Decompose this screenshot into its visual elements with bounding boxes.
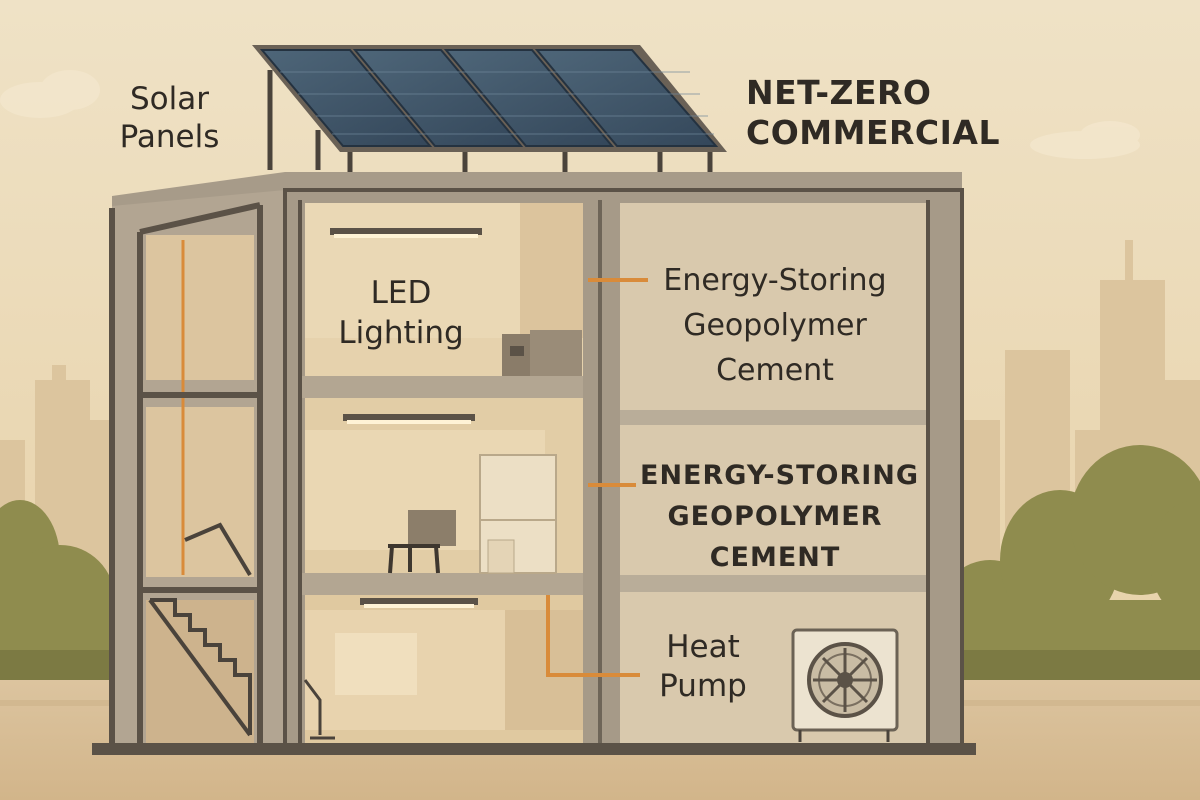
led-lighting-label-line: Lighting <box>338 315 464 351</box>
led-lighting-label-line: LED <box>370 275 432 311</box>
clouds <box>0 70 1140 159</box>
solar-panels-label: Solar Panels <box>112 80 227 156</box>
led-light-fixture-icon <box>330 228 482 608</box>
cement-upper-label-line: Energy-Storing <box>663 263 887 298</box>
led-lighting-label: LED Lighting <box>330 273 472 353</box>
cement-upper-label-line: Geopolymer <box>683 308 867 343</box>
refrigerator-icon <box>479 454 557 574</box>
solar-panel-supports <box>267 70 713 172</box>
trees-shadow <box>0 650 1200 680</box>
solar-panels-label-line: Solar <box>130 81 209 117</box>
building <box>92 172 976 755</box>
solar-panel-icon <box>252 45 727 152</box>
solar-panels-label-line: Panels <box>119 119 220 155</box>
chair-icon <box>388 510 456 574</box>
diagram-title-line: COMMERCIAL <box>746 113 1000 152</box>
cement-lower-label-line: CEMENT <box>709 542 841 573</box>
fan-icon <box>807 642 883 718</box>
heat-pump-label-line: Heat <box>666 629 740 665</box>
cement-lower-label-line: GEOPOLYMER <box>667 501 883 532</box>
heat-pump-label-line: Pump <box>659 668 747 704</box>
equipment-box <box>502 330 582 376</box>
heat-pump-label: Heat Pump <box>648 628 758 706</box>
cement-lower-label-line: ENERGY-STORING <box>640 460 920 491</box>
cement-upper-label-line: Cement <box>716 353 834 388</box>
staircase-icon <box>148 522 252 737</box>
heat-pump-unit-icon <box>791 628 899 742</box>
diagram-title-line: NET-ZERO <box>746 73 932 112</box>
cement-lower-label: ENERGY-STORING GEOPOLYMER CEMENT <box>640 455 920 578</box>
diagram-title: NET-ZERO COMMERCIAL <box>746 73 1000 153</box>
cement-upper-label: Energy-Storing Geopolymer Cement <box>640 258 910 393</box>
